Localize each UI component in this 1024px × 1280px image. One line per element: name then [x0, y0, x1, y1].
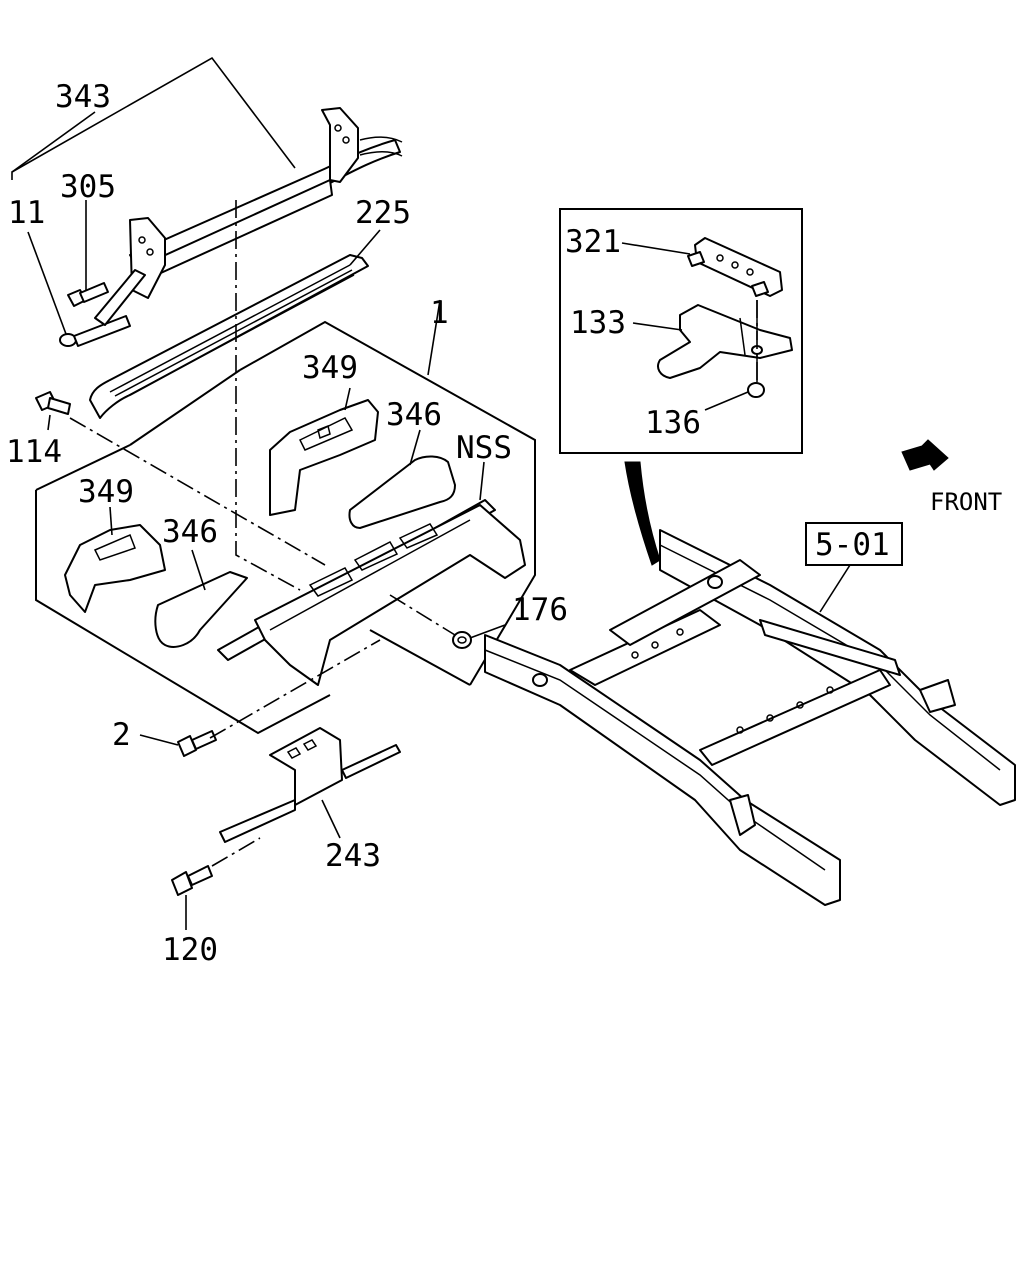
part-305-bolt — [67, 282, 109, 307]
callout-349-upper: 349 — [302, 350, 358, 386]
part-225-step-pad — [89, 254, 369, 419]
callout-346-upper: 346 — [386, 397, 442, 433]
callout-349-lower: 349 — [78, 474, 134, 510]
part-346-upper-pad — [348, 455, 456, 529]
vehicle-frame — [484, 529, 1016, 906]
callout-225: 225 — [355, 195, 411, 231]
part-176-nut — [452, 631, 472, 649]
callout-343: 343 — [55, 79, 111, 115]
front-arrow-icon — [901, 439, 949, 471]
callout-321: 321 — [565, 224, 621, 260]
leader-lines — [11, 56, 851, 930]
ref-box-label: 5-01 — [815, 527, 890, 563]
callout-nss: NSS — [456, 430, 512, 466]
part-114-bolt — [35, 391, 71, 415]
callout-305: 305 — [60, 169, 116, 205]
part-2-bolt — [177, 730, 217, 757]
callout-11: 11 — [8, 195, 45, 231]
callout-2: 2 — [112, 717, 131, 753]
part-346-lower-pad — [154, 571, 248, 648]
part-349-lower-bracket — [64, 524, 166, 613]
callout-114: 114 — [6, 434, 62, 470]
callout-1: 1 — [430, 295, 449, 331]
part-243-bracket — [219, 727, 401, 843]
assembly-1-outline — [35, 320, 536, 735]
detail-box — [559, 208, 803, 566]
callout-136: 136 — [645, 405, 701, 441]
callout-243: 243 — [325, 838, 381, 874]
part-11-spacer — [59, 269, 146, 347]
callout-133: 133 — [570, 305, 626, 341]
front-label: FRONT — [930, 488, 1002, 516]
callout-346-lower: 346 — [162, 514, 218, 550]
ref-box-frame — [805, 522, 903, 566]
callout-176: 176 — [512, 592, 568, 628]
part-120-bolt — [171, 865, 213, 896]
alignment-lines — [69, 200, 758, 867]
callout-120: 120 — [162, 932, 218, 968]
part-1-main-rail — [217, 499, 526, 686]
part-349-upper-bracket — [269, 399, 379, 516]
